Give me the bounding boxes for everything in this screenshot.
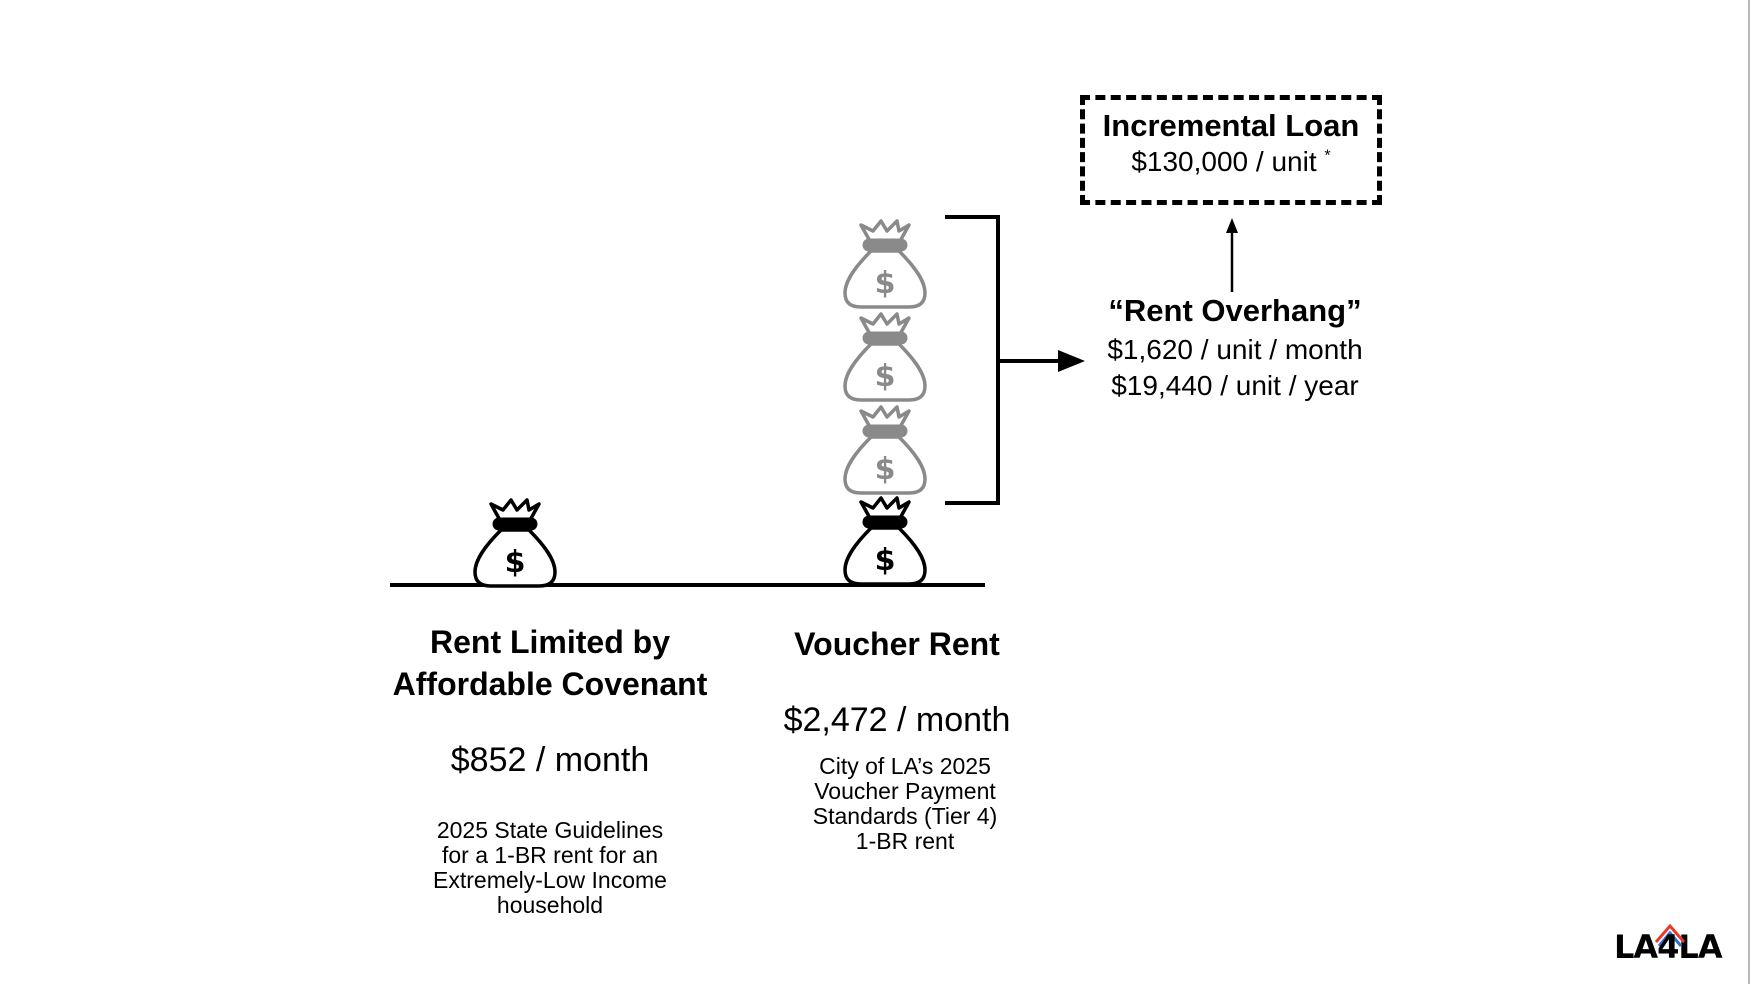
voucher-note-line: Voucher Payment [814,778,996,804]
voucher-note: City of LA’s 2025 Voucher Payment Standa… [765,754,1045,854]
voucher-note-line: 1-BR rent [855,828,955,854]
covenant-note-line: Extremely-Low Income [433,867,667,893]
money-bag-icon-covenant: $ [473,498,557,588]
loan-arrow-head [1226,218,1238,233]
right-edge-rule [1748,0,1750,984]
dollar-sign: $ [875,359,896,394]
overhang-arrow-head [1058,350,1085,372]
logo-left: LA [1614,928,1658,966]
covenant-title-line1: Rent Limited by [429,624,670,660]
covenant-note-line: for a 1-BR rent for an [441,842,659,868]
voucher-note-line: Standards (Tier 4) [812,803,998,829]
covenant-note: 2025 State Guidelines for a 1-BR rent fo… [360,818,740,918]
dollar-sign: $ [505,545,526,580]
covenant-note-line: household [496,892,604,918]
covenant-title-line2: Affordable Covenant [392,666,708,702]
dollar-sign: $ [875,543,896,578]
dollar-sign: $ [875,452,896,487]
overhang-bracket [945,215,1000,505]
loan-title: Incremental Loan [1102,108,1360,143]
loan-value-wrap: $130,000 / unit * [1080,146,1382,178]
money-bag-icon-overhang-2: $ [843,312,927,402]
overhang-monthly: $1,620 / unit / month [1107,334,1363,365]
overhang-yearly: $19,440 / unit / year [1111,370,1359,401]
house-roof-icon [1655,923,1686,947]
voucher-note-line: City of LA’s 2025 [819,753,991,779]
money-bag-icon-overhang-3: $ [843,219,927,309]
logo-middle-wrap: 4 [1655,923,1686,966]
loan-footnote: * [1324,147,1331,165]
overhang-title: “Rent Overhang” [1108,293,1362,328]
covenant-amount: $852 / month [450,741,650,779]
logo-middle: 4 [1657,928,1679,966]
logo-right: LA [1678,928,1722,966]
money-bag-icon-overhang-1: $ [843,405,927,495]
voucher-title: Voucher Rent [794,626,1000,662]
voucher-amount: $2,472 / month [783,701,1011,739]
incremental-loan-box [1080,95,1382,205]
money-bag-icon-voucher-base: $ [843,496,927,586]
la4la-logo: LA 4 LA [1614,923,1723,968]
covenant-note-line: 2025 State Guidelines [436,817,664,843]
dollar-sign: $ [875,266,896,301]
loan-value: $130,000 / unit [1131,146,1317,177]
